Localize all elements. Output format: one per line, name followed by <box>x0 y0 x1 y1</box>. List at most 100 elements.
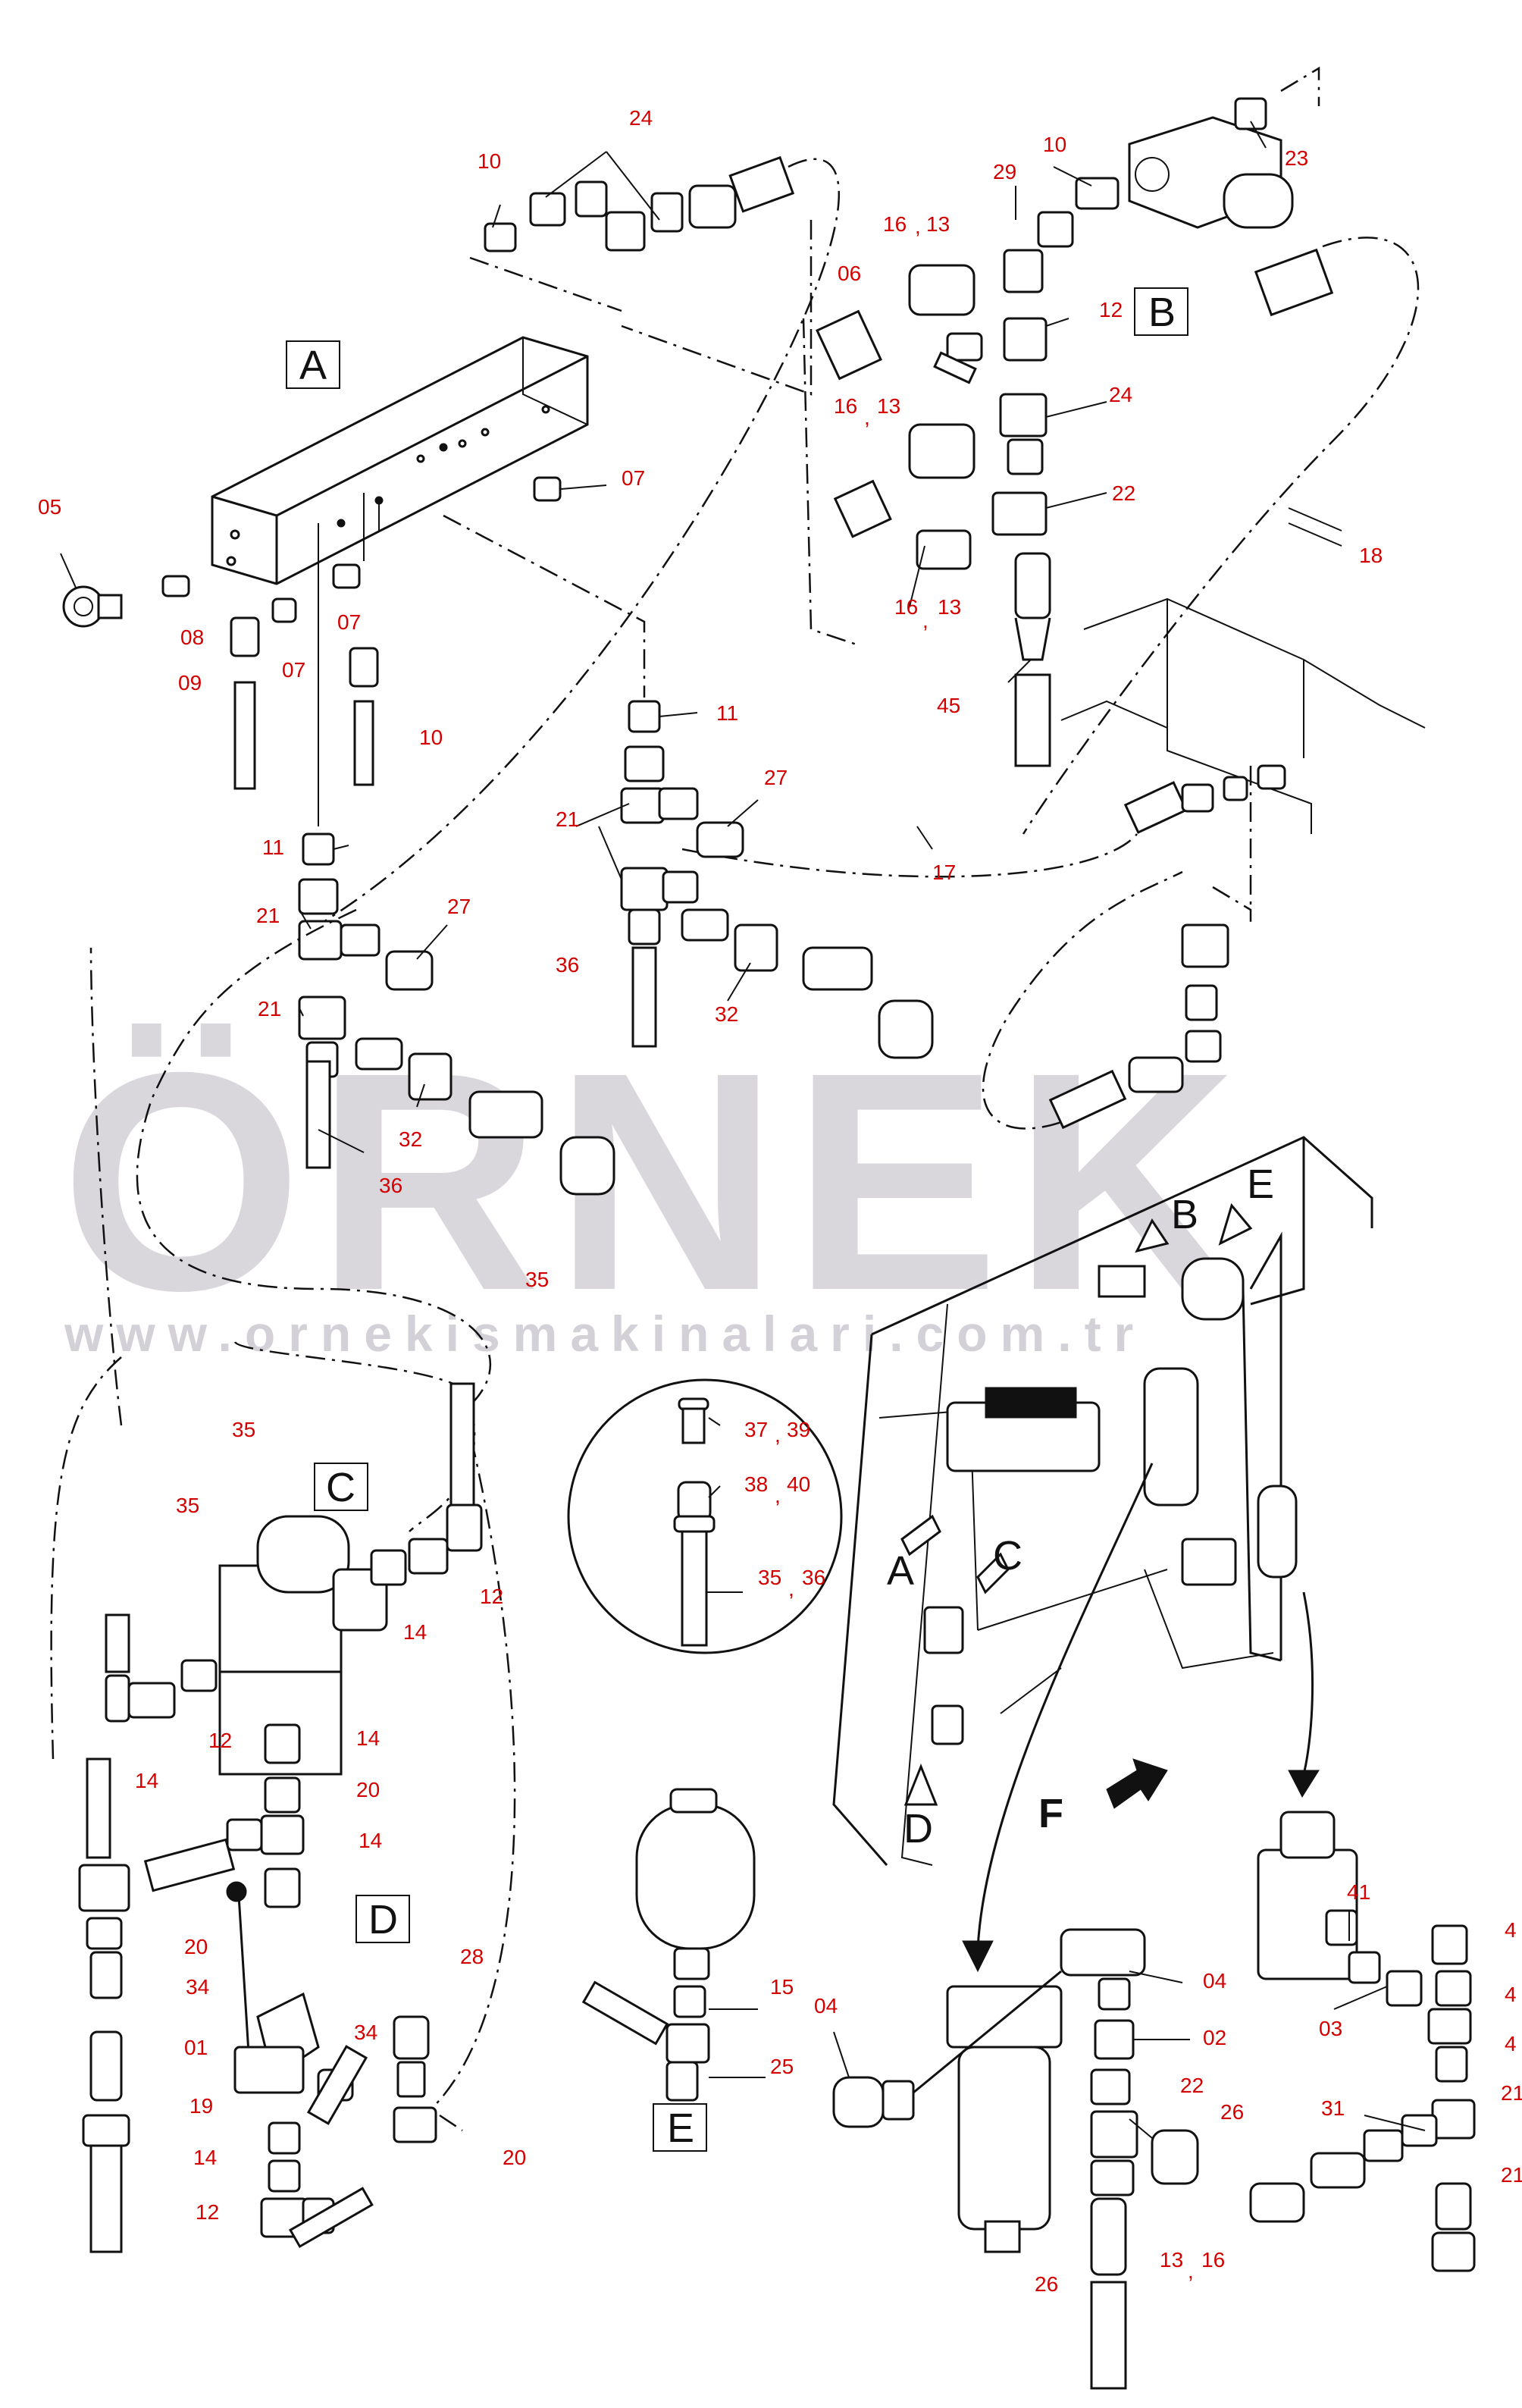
callout-36: 36 <box>379 1174 402 1197</box>
svg-text:A: A <box>299 343 327 388</box>
callout-07: 07 <box>622 466 645 490</box>
callout-20: 20 <box>503 2146 526 2169</box>
callout-27: 27 <box>447 895 471 918</box>
plug-07-a <box>533 476 562 502</box>
callout-13: 13 <box>1160 2248 1183 2272</box>
plug-08 <box>161 575 190 597</box>
callout-12: 12 <box>1099 298 1123 321</box>
callout-32: 32 <box>715 1002 738 1026</box>
callout-16: 16 <box>1201 2248 1225 2272</box>
callout-12: 12 <box>208 1729 232 1752</box>
view-c-solenoid-valve <box>50 1341 516 2116</box>
callout-10: 10 <box>1043 133 1066 156</box>
callout-04: 04 <box>814 1994 838 2018</box>
center-tee-assembly <box>443 514 934 1059</box>
callout-08: 08 <box>180 626 204 649</box>
callout-24: 24 <box>629 106 653 130</box>
machine-frame: F <box>832 1136 1373 1973</box>
callout-21: 21 <box>1501 2081 1522 2105</box>
top-fittings-chain <box>318 155 840 927</box>
callout-14: 14 <box>359 1829 382 1852</box>
callout-07: 07 <box>282 658 305 682</box>
callout-36: 36 <box>556 953 579 977</box>
callout-39: 39 <box>787 1418 810 1441</box>
leader-lines <box>60 121 1426 2139</box>
callout-10: 10 <box>419 726 443 749</box>
svg-text:,: , <box>775 1484 781 1507</box>
callout-05: 05 <box>38 495 61 519</box>
callout-41: 41 <box>1347 1880 1370 1904</box>
plug-07-c <box>332 563 361 589</box>
svg-text:,: , <box>1188 2259 1194 2283</box>
callout-02: 02 <box>1203 2026 1226 2049</box>
callout-13: 13 <box>877 394 900 418</box>
callout-21: 21 <box>258 997 281 1021</box>
view-label-c: C <box>314 1463 368 1511</box>
callout-35: 35 <box>525 1268 549 1291</box>
watermark-brand: ÖRNEK <box>61 1008 1251 1355</box>
callout-11: 11 <box>716 701 738 725</box>
callout-13: 13 <box>938 595 961 619</box>
callout-34: 34 <box>186 1975 209 1999</box>
callout-40: 40 <box>787 1472 810 1496</box>
svg-text:,: , <box>864 406 870 429</box>
callout-20: 20 <box>356 1778 380 1801</box>
callout-45: 45 <box>937 694 960 717</box>
callout-26: 26 <box>1035 2272 1058 2296</box>
plug-05 <box>62 585 123 628</box>
view-a-manifold <box>62 336 589 790</box>
callout-15: 15 <box>770 1975 794 1999</box>
svg-text:,: , <box>788 1577 794 1601</box>
callout-09: 09 <box>178 671 202 694</box>
callout-4: 4 <box>1505 2032 1517 2055</box>
callout-16: 16 <box>894 595 918 619</box>
view-label-a: A <box>286 340 340 389</box>
callout-4: 4 <box>1505 1918 1517 1942</box>
callout-03: 03 <box>1319 2017 1342 2040</box>
view-b-assembly <box>681 66 1426 1130</box>
svg-text:B: B <box>1148 290 1176 335</box>
callout-27: 27 <box>764 766 788 789</box>
svg-text:C: C <box>326 1465 355 1510</box>
callout-11: 11 <box>262 836 284 859</box>
watermark-url: www.ornekismakinalari.com.tr <box>64 1306 1146 1362</box>
callout-34: 34 <box>354 2021 377 2044</box>
callout-37: 37 <box>744 1418 768 1441</box>
callout-10: 10 <box>478 149 501 173</box>
callout-25: 25 <box>770 2055 794 2078</box>
callout-36: 36 <box>802 1566 825 1589</box>
callout-07: 07 <box>337 610 361 634</box>
callout-20: 20 <box>184 1935 208 1958</box>
callout-22: 22 <box>1180 2074 1204 2097</box>
callout-35: 35 <box>176 1494 199 1517</box>
fitting-09 <box>230 616 260 790</box>
callout-14: 14 <box>403 1620 427 1644</box>
view-label-d: D <box>355 1895 410 1943</box>
watermark: ÖRNEK www.ornekismakinalari.com.tr <box>61 1008 1251 1362</box>
callout-21: 21 <box>256 904 280 927</box>
callout-21: 21 <box>1501 2163 1522 2187</box>
view-f-filter <box>832 1928 1199 2390</box>
view-label-b: B <box>1134 287 1188 336</box>
callout-13: 13 <box>926 212 950 236</box>
callout-26: 26 <box>1220 2100 1244 2124</box>
check-valve-assembly <box>1249 1811 1476 2272</box>
svg-text:D: D <box>368 1897 398 1942</box>
machine-label-d: D <box>903 1806 933 1851</box>
callout-14: 14 <box>193 2146 217 2169</box>
callout-19: 19 <box>189 2094 213 2118</box>
callout-21: 21 <box>556 807 579 831</box>
callout-23: 23 <box>1285 146 1308 170</box>
callout-22: 22 <box>1112 481 1135 505</box>
callout-14: 14 <box>356 1726 380 1750</box>
view-label-e: E <box>653 2103 707 2152</box>
callout-4: 4 <box>1505 1983 1517 2006</box>
machine-label-b: B <box>1171 1192 1198 1237</box>
callout-31: 31 <box>1321 2096 1345 2120</box>
view-e-accumulator <box>581 1788 756 2102</box>
callout-38: 38 <box>744 1472 768 1496</box>
svg-text:,: , <box>915 215 921 238</box>
machine-label-c: C <box>993 1533 1022 1579</box>
svg-text:E: E <box>667 2105 694 2151</box>
